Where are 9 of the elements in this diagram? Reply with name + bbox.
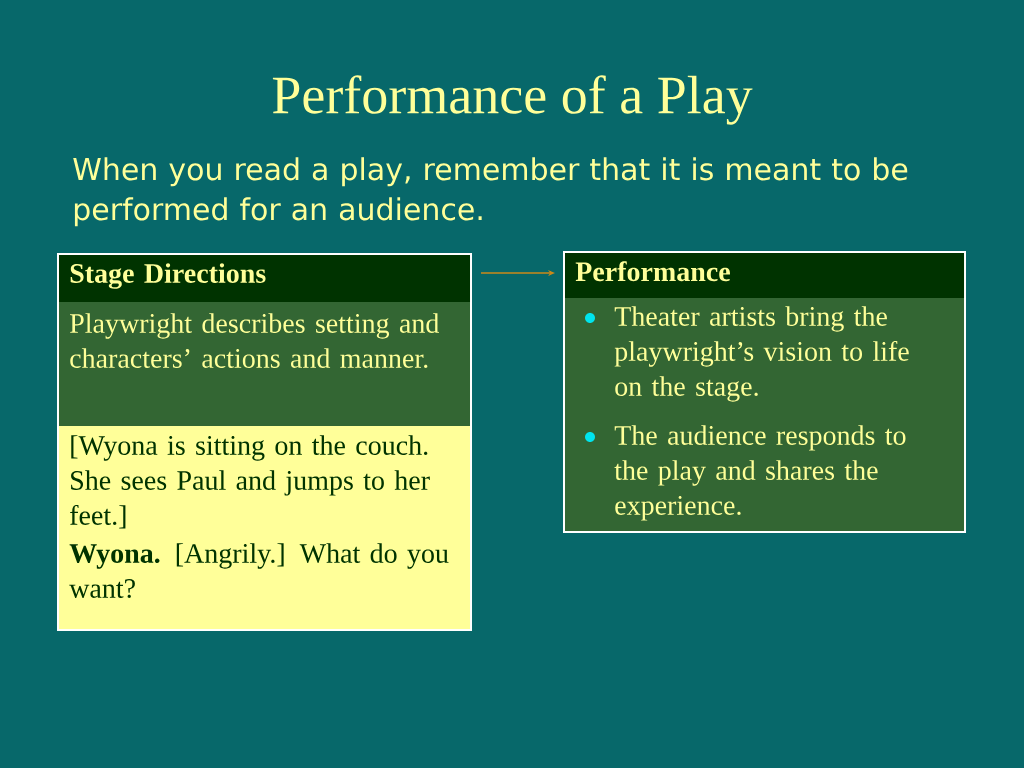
body-text: Playwright describes setting and characters’ actions and manner. <box>70 313 439 368</box>
body-text: Wyona. [Angrily.] What do you want? <box>69 543 449 599</box>
body-text: [Wyona is sitting on the couch. She sees Paul and jumps to her feet.] <box>70 435 430 529</box>
title: Performance of a Play <box>272 75 753 125</box>
bullet-text: Theater artists bring the playwright’s vision to life on the stage. <box>614 306 909 402</box>
heading: Stage Directions <box>70 263 266 289</box>
intro-text: When you read a play, remember that it is meant to be performed for an audience. <box>73 157 908 227</box>
bullet-text: The audience responds to the play and shares the experience. <box>614 425 906 521</box>
heading: Performance <box>575 261 730 282</box>
